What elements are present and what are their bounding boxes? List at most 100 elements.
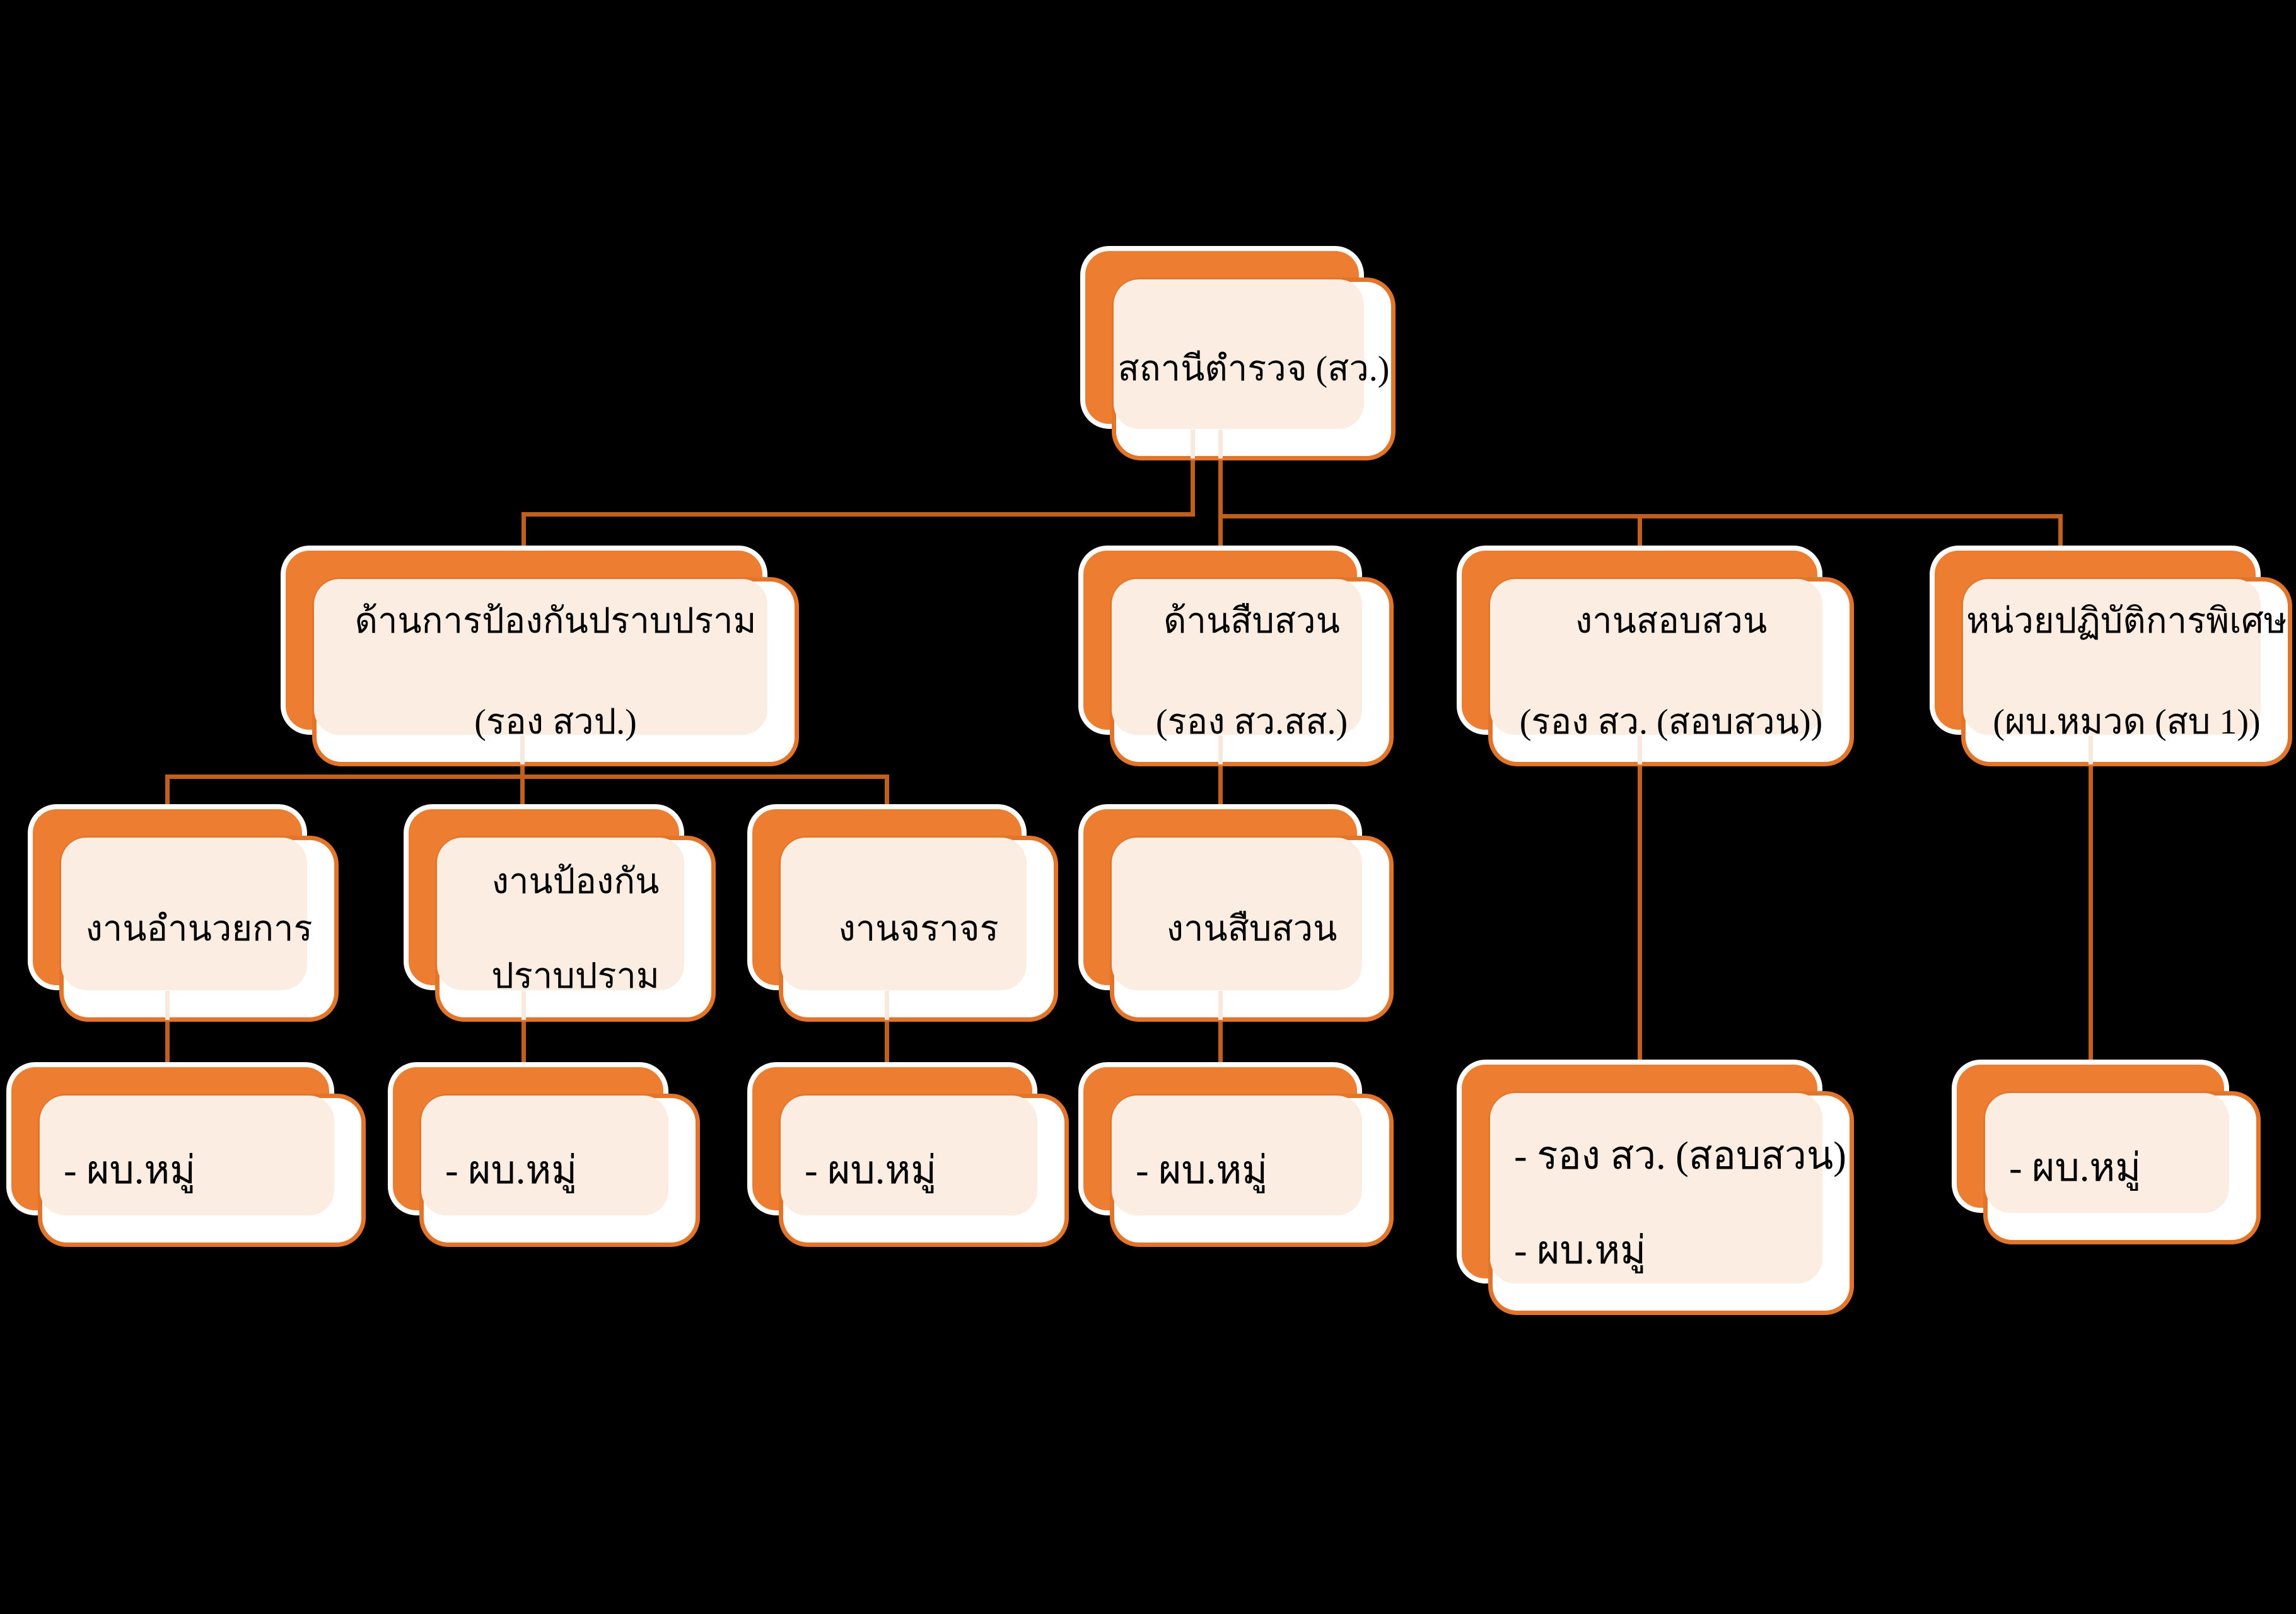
connector-drop-prevention — [522, 512, 526, 547]
node-cream-overlay — [1490, 579, 1822, 735]
node-front-panel: งานอำนวยการ — [59, 836, 339, 1022]
connector-faint-interrogation — [1638, 735, 1642, 764]
connector-faint-admin-work — [165, 991, 170, 1020]
connector-investigation-leaf — [1218, 1022, 1223, 1066]
node-label: งานจราจร — [838, 909, 999, 949]
node-front-panel: ด้านการป้องกันปราบปราม (รอง สวป.) — [312, 577, 799, 766]
node-police-station-root: สถานีตำรวจ (สว.) — [1080, 246, 1396, 460]
connector-faint-traffic-work — [885, 991, 889, 1020]
node-label: - รอง สว. (สอบสวน) - ผบ.หมู่ — [1493, 1109, 1846, 1298]
node-label-line1: - รอง สว. (สอบสวน) — [1514, 1134, 1846, 1178]
node-front-panel: - ผบ.หมู่ — [779, 1094, 1069, 1247]
connector-prevention-leaf — [522, 1022, 526, 1066]
connector-special-unit-leaf — [2089, 766, 2093, 1063]
connector-prevention-stub — [520, 766, 525, 779]
node-cream-overlay — [61, 838, 307, 990]
node-leaf-special-unit: - ผบ.หมู่ — [1952, 1060, 2261, 1244]
node-cream-overlay — [781, 1096, 1037, 1215]
connector-drop-special-unit — [2058, 514, 2063, 547]
node-label: งานอำนวยการ — [85, 909, 313, 949]
node-front-panel: - ผบ.หมู่ — [1110, 1094, 1394, 1247]
connector-faint-invest-work — [1218, 991, 1223, 1020]
node-front-panel: งานสืบสวน — [1110, 836, 1394, 1022]
node-label-line2: (รอง สวป.) — [474, 703, 637, 742]
node-front-panel: ด้านสืบสวน (รอง สว.สส.) — [1110, 577, 1394, 766]
node-front-panel: - ผบ.หมู่ — [419, 1094, 700, 1247]
node-cream-overlay — [314, 579, 767, 735]
connector-drop-administration — [165, 775, 170, 807]
node-special-operations-unit: หน่วยปฏิบัติการพิเศษ (ผบ.หมวด (สบ 1)) — [1930, 546, 2292, 766]
node-leaf-interrogation: - รอง สว. (สอบสวน) - ผบ.หมู่ — [1457, 1060, 1854, 1315]
node-label-line1: ด้านการป้องกันปราบปราม — [354, 602, 757, 641]
node-investigation-division: ด้านสืบสวน (รอง สว.สส.) — [1078, 546, 1394, 766]
node-label: - ผบ.หมู่ — [2009, 1146, 2142, 1190]
node-front-panel: งานสอบสวน (รอง สว. (สอบสวน)) — [1488, 577, 1854, 766]
connector-prevention-bus — [165, 775, 889, 779]
node-cream-overlay — [1963, 579, 2261, 735]
node-label: - ผบ.หมู่ — [445, 1149, 578, 1192]
node-label: - ผบ.หมู่ — [1136, 1149, 1268, 1192]
node-front-panel: - ผบ.หมู่ — [1983, 1091, 2261, 1244]
node-cream-overlay — [421, 1096, 668, 1215]
connector-faint-special — [2089, 735, 2093, 764]
node-front-panel: สถานีตำรวจ (สว.) — [1112, 278, 1396, 460]
node-leaf-prevention: - ผบ.หมู่ — [388, 1062, 700, 1247]
connector-faint-prev-work — [522, 991, 526, 1020]
node-label-line2: (รอง สว. (สอบสวน)) — [1519, 703, 1823, 742]
node-cream-overlay — [1112, 579, 1362, 735]
node-front-panel: งานจราจร — [779, 836, 1058, 1022]
node-cream-overlay — [1490, 1093, 1822, 1284]
node-front-panel: - รอง สว. (สอบสวน) - ผบ.หมู่ — [1488, 1091, 1854, 1315]
node-interrogation-division: งานสอบสวน (รอง สว. (สอบสวน)) — [1457, 546, 1854, 766]
node-label-line2: ปราบปราม — [491, 956, 660, 996]
connector-interrogation-leaf — [1638, 766, 1642, 1063]
node-label-line1: งานป้องกัน — [491, 862, 660, 901]
node-label: - ผบ.หมู่ — [805, 1149, 937, 1192]
node-label-line2: - ผบ.หมู่ — [1514, 1229, 1646, 1272]
node-label: สถานีตำรวจ (สว.) — [1117, 349, 1390, 389]
node-cream-overlay — [40, 1096, 334, 1215]
node-front-panel: - ผบ.หมู่ — [38, 1094, 366, 1247]
node-traffic-work: งานจราจร — [747, 804, 1058, 1022]
connector-drop-interrogation — [1638, 514, 1642, 547]
node-administration-work: งานอำนวยการ — [28, 804, 339, 1022]
node-label: งานสอบสวน (รอง สว. (สอบสวน)) — [1520, 571, 1823, 773]
node-cream-overlay — [1112, 1096, 1362, 1215]
node-cream-overlay — [781, 838, 1027, 990]
node-leaf-investigation: - ผบ.หมู่ — [1078, 1062, 1394, 1247]
node-label-line1: งานสอบสวน — [1575, 602, 1768, 641]
node-cream-overlay — [1112, 838, 1362, 990]
node-leaf-traffic: - ผบ.หมู่ — [747, 1062, 1069, 1247]
connector-traffic-leaf — [885, 1022, 889, 1066]
node-label: หน่วยปฏิบัติการพิเศษ (ผบ.หมวด (สบ 1)) — [1966, 571, 2287, 773]
node-prevention-suppression-division: ด้านการป้องกันปราบปราม (รอง สวป.) — [281, 546, 799, 766]
node-label-line2: (รอง สว.สส.) — [1155, 703, 1348, 742]
node-cream-overlay — [1985, 1093, 2229, 1213]
connector-faint-root-right — [1218, 430, 1223, 459]
node-cream-overlay — [1114, 279, 1364, 429]
node-label-line1: หน่วยปฏิบัติการพิเศษ — [1966, 602, 2287, 641]
node-label: งานป้องกัน ปราบปราม — [491, 834, 660, 1024]
node-front-panel: งานป้องกัน ปราบปราม — [435, 836, 716, 1022]
node-label: ด้านสืบสวน (รอง สว.สส.) — [1156, 571, 1348, 773]
connector-investigation-to-work — [1218, 766, 1223, 807]
node-label-line2: (ผบ.หมวด (สบ 1)) — [1993, 703, 2261, 742]
connector-root-bus-left — [522, 512, 1195, 517]
connector-drop-investigation — [1218, 460, 1223, 547]
connector-administration-leaf — [165, 1022, 170, 1066]
node-label: ด้านการป้องกันปราบปราม (รอง สวป.) — [355, 571, 757, 773]
connector-faint-prevention — [520, 735, 525, 764]
node-front-panel: หน่วยปฏิบัติการพิเศษ (ผบ.หมวด (สบ 1)) — [1961, 577, 2292, 766]
connector-drop-traffic — [885, 775, 889, 807]
node-cream-overlay — [437, 838, 684, 990]
node-investigation-work: งานสืบสวน — [1078, 804, 1394, 1022]
connector-faint-investigation — [1218, 735, 1223, 764]
node-prevention-suppression-work: งานป้องกัน ปราบปราม — [404, 804, 716, 1022]
node-label-line1: ด้านสืบสวน — [1163, 602, 1340, 641]
connector-drop-prevention-work — [520, 775, 525, 807]
node-leaf-administration: - ผบ.หมู่ — [6, 1062, 366, 1247]
node-label: - ผบ.หมู่ — [64, 1149, 196, 1192]
connector-root-drop-left — [1191, 460, 1195, 516]
node-label: งานสืบสวน — [1166, 909, 1337, 949]
